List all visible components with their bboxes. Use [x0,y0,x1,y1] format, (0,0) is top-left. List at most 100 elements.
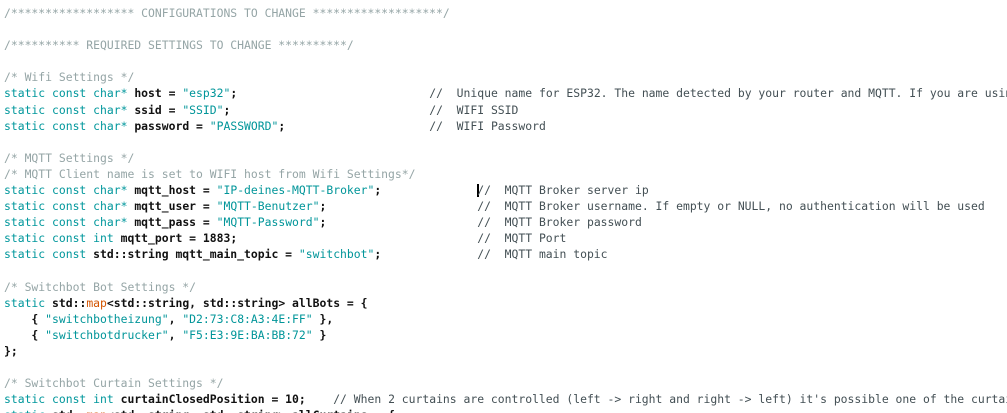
code-token: mqtt_pass [134,215,197,230]
code-token [306,392,333,406]
code-token: static [4,295,53,310]
code-token: = [196,199,217,214]
code-token: map [86,408,107,413]
code-token: std:: [52,408,86,413]
code-token: // When 2 curtains are controlled (left … [333,392,1007,407]
code-token: = [161,86,183,101]
code-token: static const char* [4,102,135,117]
text-cursor [477,184,479,198]
code-token: mqtt_user [134,199,197,214]
code-token: }; [4,343,18,358]
code-token [237,86,429,100]
code-line: { "switchbotdrucker", "F5:E3:9E:BA:BB:72… [4,327,1007,343]
code-token: = [189,118,210,133]
code-token: "switchbotdrucker" [45,327,169,342]
code-token: // WIFI Password [429,118,546,133]
code-line: static const int curtainClosedPosition =… [4,391,1007,407]
code-token: <std::string, std::string> allBots = { [106,295,368,310]
code-token: "switchbot" [298,247,375,262]
code-line: /* MQTT Settings */ [4,150,1007,166]
code-token: static const char* [4,215,135,230]
code-line [4,21,1007,37]
code-token: ; [374,183,382,198]
code-line: static const char* password = "PASSWORD"… [4,118,1007,134]
code-token: { [4,311,46,326]
code-token: password [134,118,190,133]
code-token: // WIFI SSID [429,102,519,117]
code-token [381,247,477,261]
code-token: , [168,327,183,342]
code-token: "IP-deines-MQTT-Broker" [216,183,375,198]
code-token: "PASSWORD" [209,118,279,133]
code-token: static const int [4,392,121,407]
code-token: std::string mqtt_main_topic [93,247,279,262]
code-token: std:: [52,295,87,310]
code-token: ; [278,118,286,133]
code-line: static const std::string mqtt_main_topic… [4,246,1007,262]
code-line [4,359,1007,375]
code-token: // MQTT Broker server ip [477,183,649,198]
code-token: = 1883; [182,231,238,246]
code-token: mqtt_host [134,183,197,198]
code-token: /* MQTT Client name is set to WIFI host … [4,166,416,181]
code-token: } [312,327,327,342]
code-token: ; [230,86,238,101]
code-token: "MQTT-Benutzer" [216,199,320,214]
code-token: host [134,86,162,101]
code-line: /****************** CONFIGURATIONS TO CH… [4,5,1007,21]
code-token: static const [4,247,94,262]
code-line: /* Switchbot Bot Settings */ [4,279,1007,295]
code-token: /* Switchbot Bot Settings */ [4,279,197,294]
code-token: // MQTT Broker username. If empty or NUL… [477,199,985,214]
code-token: static const char* [4,183,135,198]
code-token: map [86,295,107,310]
code-line: /* Wifi Settings */ [4,69,1007,85]
code-line: }; [4,343,1007,359]
code-token: "SSID" [182,102,224,117]
code-line [4,134,1007,150]
code-token: "MQTT-Password" [216,215,320,230]
code-token [237,231,477,245]
code-line: static std::map<std::string, std::string… [4,407,1007,413]
code-token: // MQTT Port [477,231,567,246]
code-line: static const char* host = "esp32"; // Un… [4,85,1007,101]
code-token: { [4,327,46,342]
code-token [230,103,429,117]
code-token: = [196,183,217,198]
code-token: = 10; [264,392,306,407]
code-token [326,199,477,213]
code-token: = [278,247,299,262]
code-token: "esp32" [182,86,231,101]
code-line: static const char* mqtt_pass = "MQTT-Pas… [4,214,1007,230]
code-line: static const char* ssid = "SSID"; // WIF… [4,102,1007,118]
code-token: = [196,215,217,230]
code-token: static [4,408,52,413]
code-token: /* Switchbot Curtain Settings */ [4,376,224,391]
code-line [4,53,1007,69]
code-line: /* MQTT Client name is set to WIFI host … [4,166,1007,182]
code-token: "F5:E3:9E:BA:BB:72" [182,327,313,342]
code-token: // Unique name for ESP32. The name detec… [429,86,1007,101]
code-token: /****************** CONFIGURATIONS TO CH… [4,6,450,20]
code-line: static std::map<std::string, std::string… [4,295,1007,311]
code-token: /* MQTT Settings */ [4,150,135,165]
code-token [326,215,477,229]
code-token: , [168,311,183,326]
code-token: "switchbotheizung" [45,311,169,326]
code-token: ; [223,102,231,117]
code-token [381,183,477,197]
code-token: // MQTT main topic [477,247,608,262]
code-token: static const char* [4,199,135,214]
code-token: ; [374,247,382,262]
code-token: mqtt_port [120,231,183,246]
code-token: ; [319,215,327,230]
code-line: /********** REQUIRED SETTINGS TO CHANGE … [4,37,1007,53]
code-token: = [161,102,183,117]
code-token: static const char* [4,86,135,101]
code-token: "D2:73:C8:A3:4E:FF" [182,311,313,326]
code-line: static const char* mqtt_host = "IP-deine… [4,182,1007,198]
code-token: ; [319,199,327,214]
code-token: curtainClosedPosition [120,392,265,407]
